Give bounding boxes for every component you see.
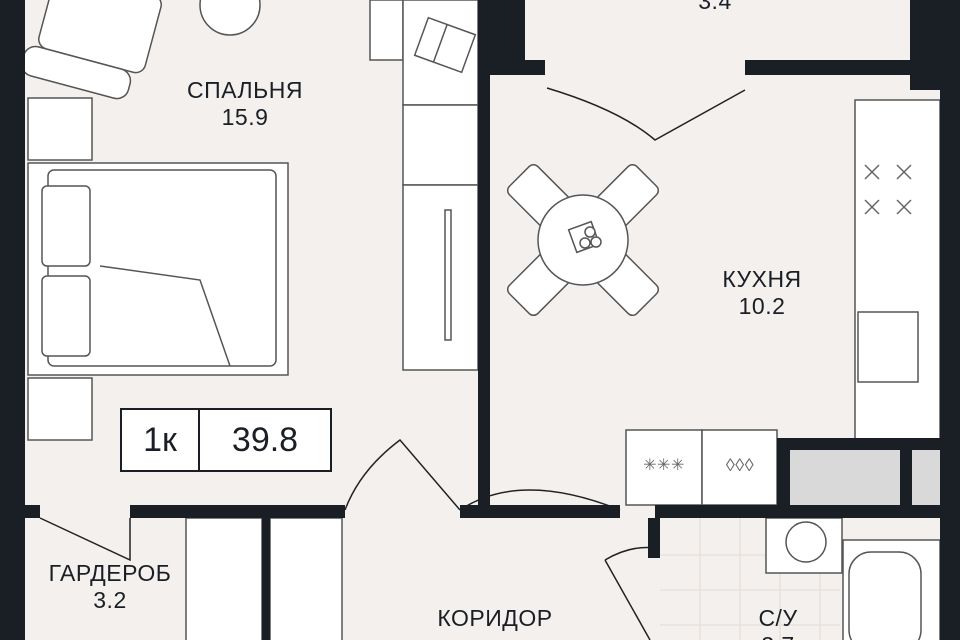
sink-icon <box>857 311 919 383</box>
room-label-corridor: КОРИДОР <box>437 605 553 631</box>
sink-symbols: ◊◊◊ <box>725 455 755 475</box>
bathtub-icon <box>842 539 941 640</box>
apartment-badge: 1к 39.8 <box>120 408 332 472</box>
washing-machine-icon <box>765 517 843 574</box>
laptop-icon <box>413 16 477 74</box>
ventilation-shaft <box>790 450 900 505</box>
armchair-icon <box>21 0 162 100</box>
room-label-balcony: 3.4 <box>698 0 732 14</box>
cooktop-icon <box>864 164 912 215</box>
apartment-type: 1к <box>122 410 200 470</box>
bed-icon <box>27 162 289 376</box>
total-area: 39.8 <box>231 420 299 459</box>
dining-table-icon <box>506 163 660 317</box>
room-label-bathroom: С/У3.7 <box>758 605 798 640</box>
cooktop-symbols: ✳✳✳ <box>643 457 685 474</box>
furniture <box>21 0 941 640</box>
side-table-icon <box>199 0 261 36</box>
